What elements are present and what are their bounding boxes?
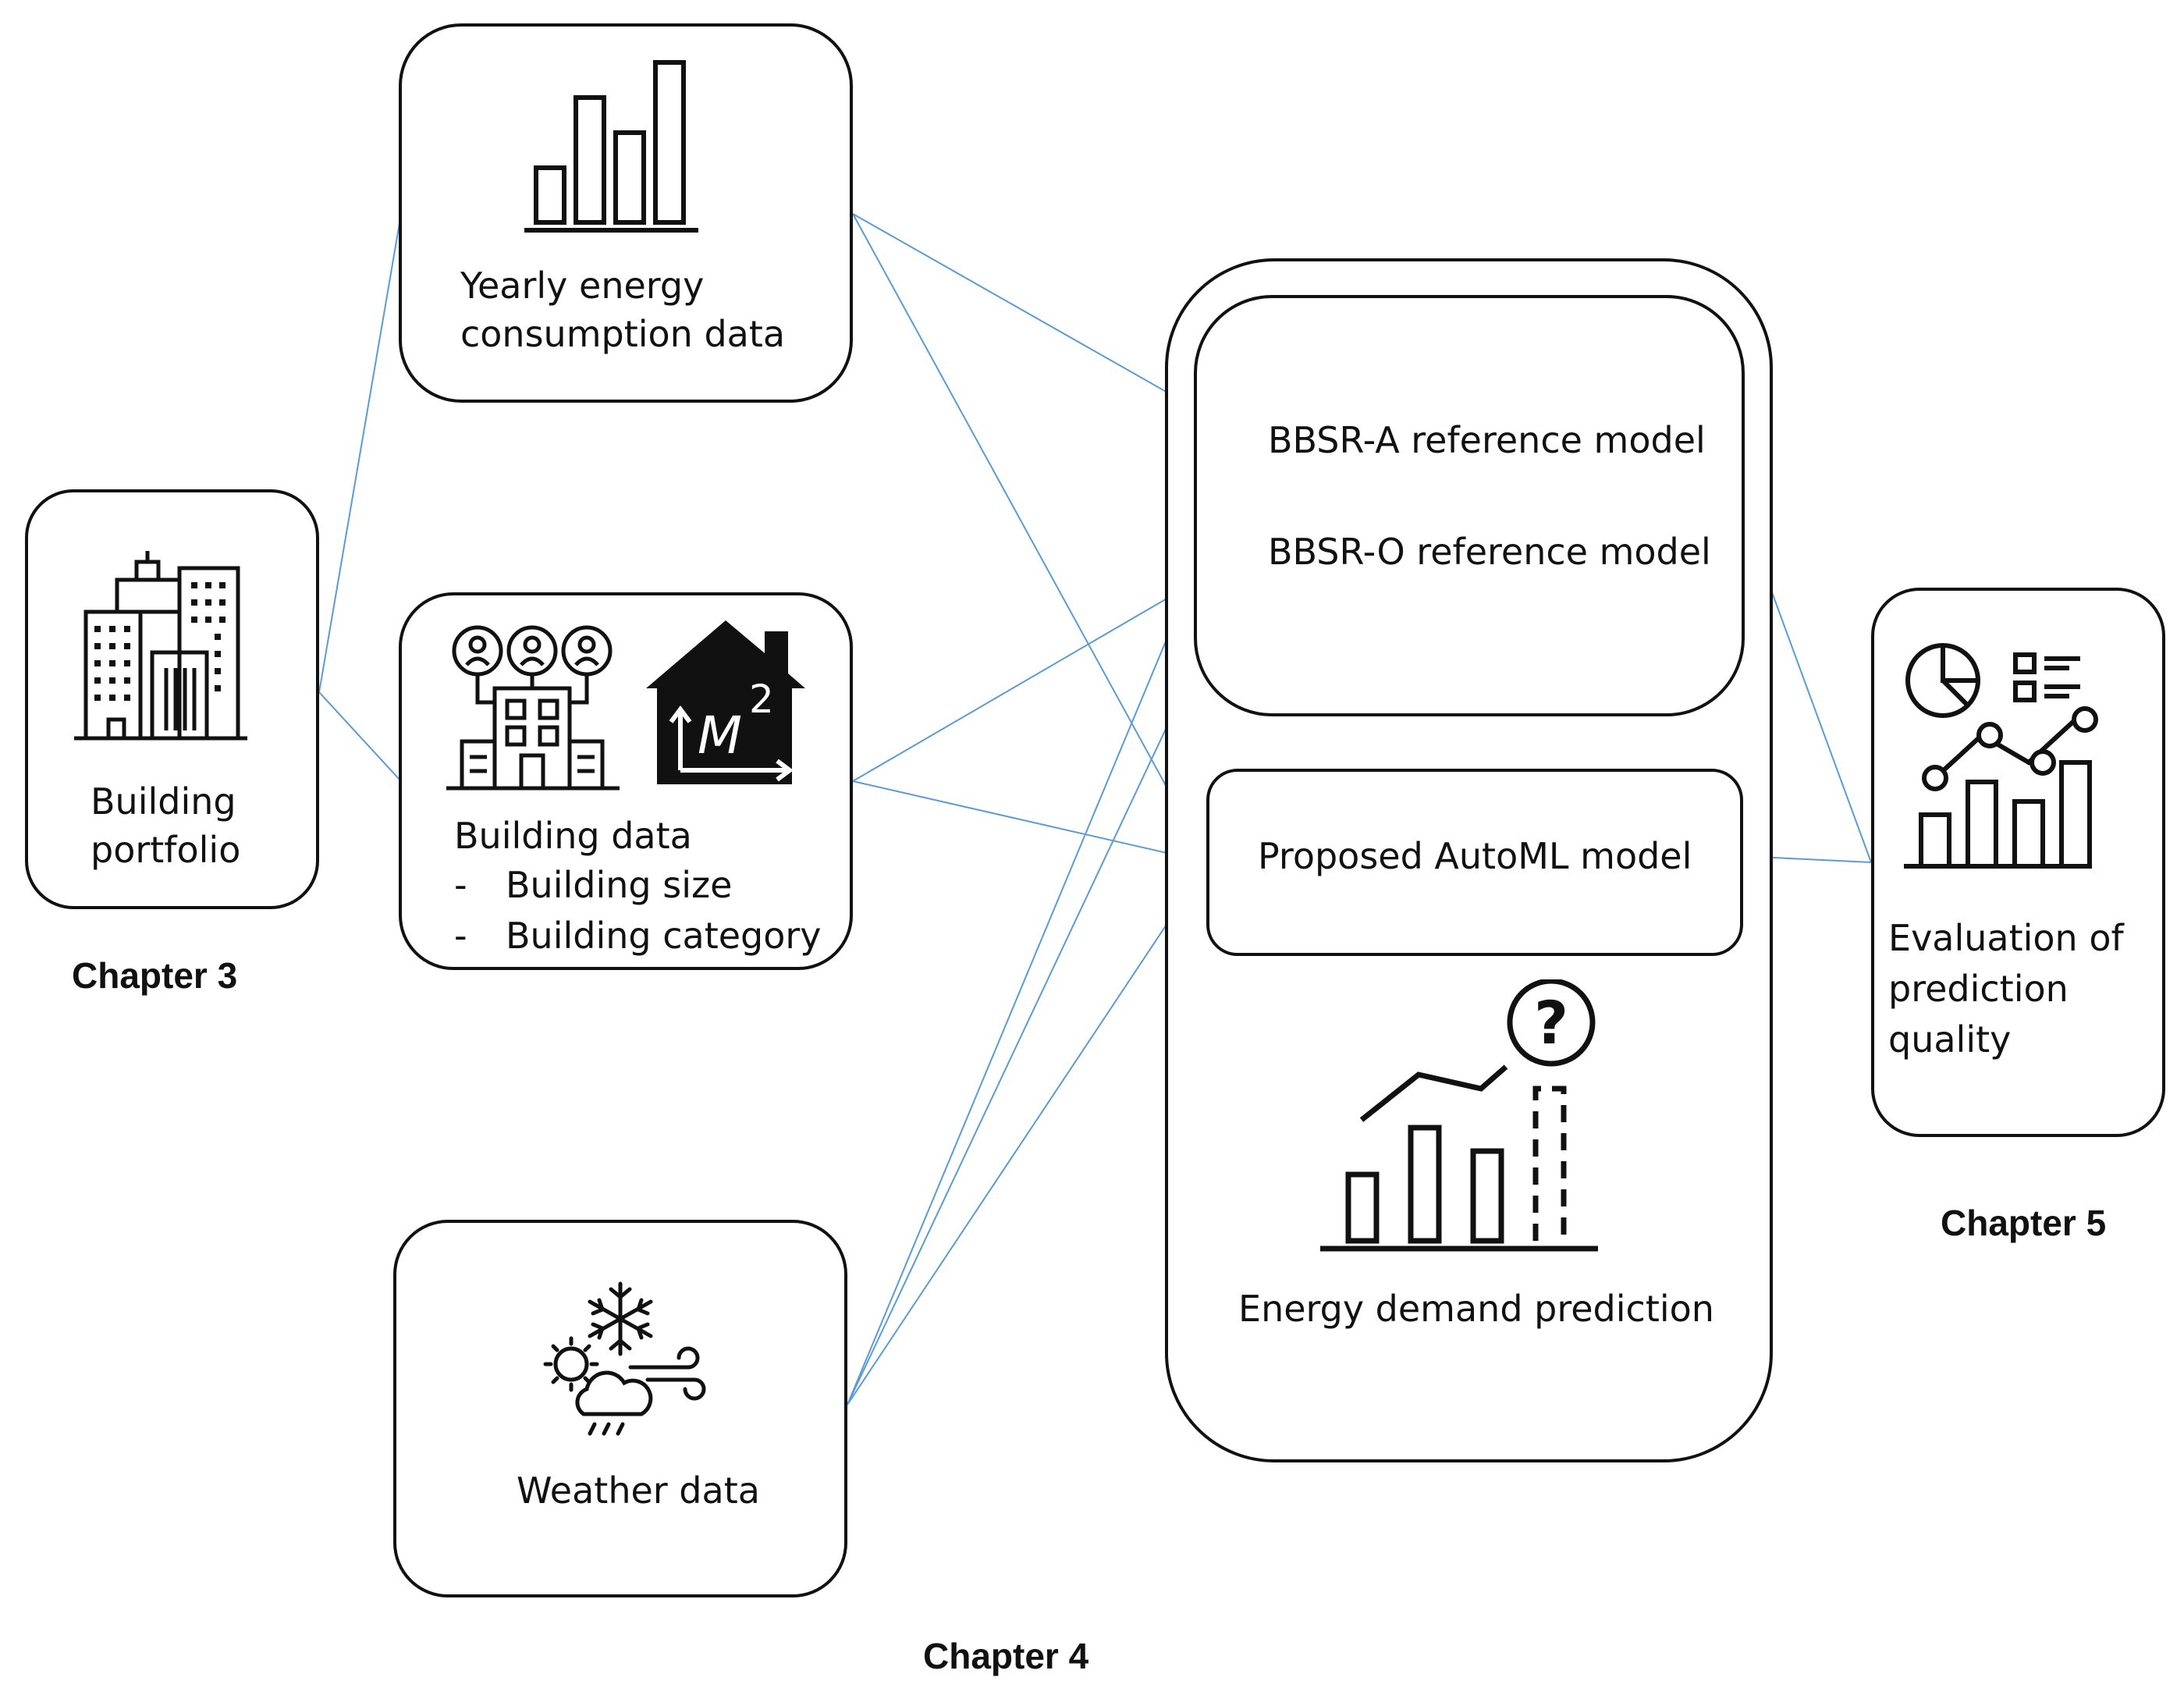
building-data-bullet-2: - <box>454 915 467 957</box>
building-portfolio-line-2: portfolio <box>91 829 241 871</box>
automl-model-label: Proposed AutoML model <box>1258 835 1692 877</box>
evaluation-label: Evaluation of prediction quality <box>1888 913 2124 1065</box>
building-portfolio-line-1: Building <box>91 780 236 823</box>
building-occupants-icon <box>446 625 620 791</box>
bar-chart-icon <box>524 60 698 233</box>
yearly-energy-line-1: Yearly energy <box>460 265 705 307</box>
yearly-energy-node <box>399 23 853 403</box>
building-portfolio-node <box>25 489 319 909</box>
weather-data-label: Weather data <box>517 1469 760 1512</box>
connector-buildingdata-automl <box>852 780 1209 863</box>
bbsr-o-label: BBSR-O reference model <box>1268 531 1711 573</box>
energy-demand-prediction-label: Energy demand prediction <box>1238 1288 1714 1330</box>
building-data-title: Building data <box>454 815 692 857</box>
evaluation-line-3: quality <box>1888 1018 2012 1061</box>
evaluation-line-1: Evaluation of <box>1888 917 2124 959</box>
bbsr-a-label: BBSR-A reference model <box>1268 419 1706 461</box>
chapter-4-label: Chapter 4 <box>923 1636 1089 1676</box>
weather-icon <box>543 1281 706 1436</box>
building-data-item-category: Building category <box>506 915 822 957</box>
m2-letter: M <box>698 705 742 766</box>
yearly-energy-line-2: consumption data <box>460 313 786 355</box>
connector-portfolio-buildingdata <box>318 691 401 781</box>
m2-superscript: 2 <box>749 677 774 722</box>
prediction-chart-icon: ? <box>1320 979 1598 1252</box>
connector-yearly-automl <box>852 213 1209 863</box>
floor-area-m2-icon: M 2 <box>646 620 805 784</box>
chapter-3-label: Chapter 3 <box>72 955 238 996</box>
building-data-bullet-1: - <box>454 864 467 906</box>
analytics-dashboard-icon <box>1904 643 2098 869</box>
reference-models-node <box>1194 295 1745 716</box>
connector-weather-automl <box>847 862 1209 1405</box>
building-data-item-size: Building size <box>506 864 733 906</box>
chapter-5-label: Chapter 5 <box>1941 1203 2107 1243</box>
building-portfolio-label: Building portfolio <box>91 777 240 874</box>
city-buildings-icon <box>74 551 247 741</box>
automl-model-node <box>1206 769 1743 956</box>
connector-portfolio-yearly <box>318 218 401 693</box>
evaluation-line-2: prediction <box>1888 968 2069 1010</box>
question-mark: ? <box>1534 988 1568 1057</box>
yearly-energy-label: Yearly energy consumption data <box>460 261 785 358</box>
